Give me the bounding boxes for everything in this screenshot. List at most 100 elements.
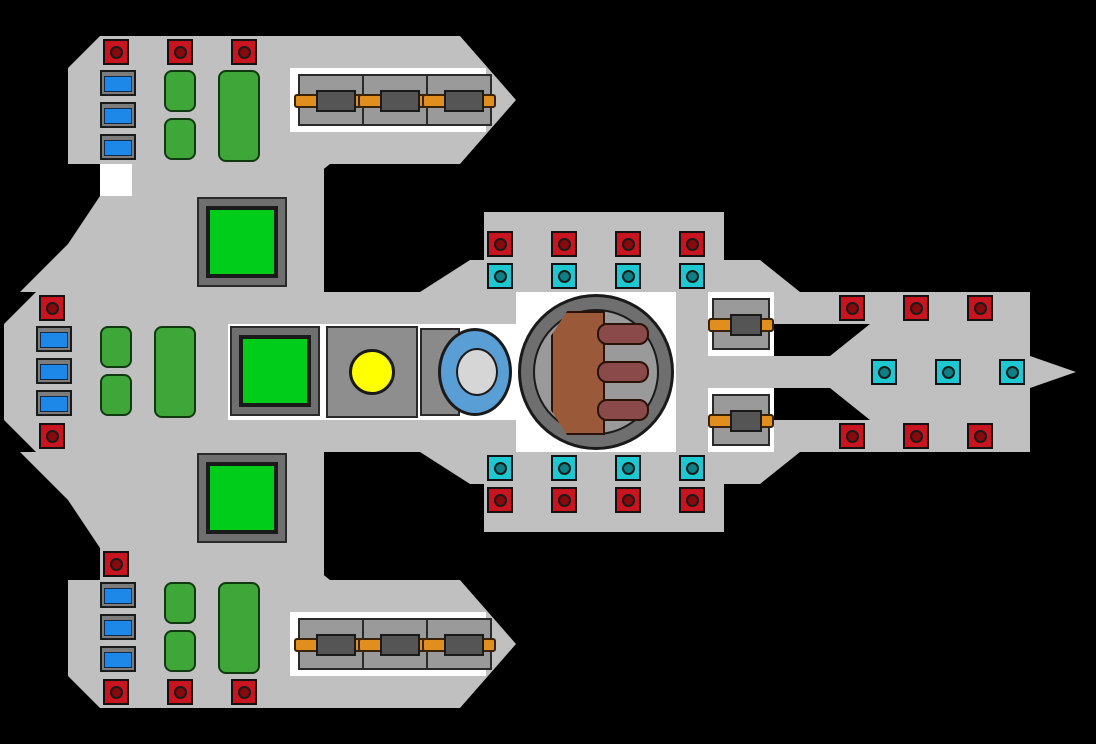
thruster[interactable] xyxy=(708,394,774,446)
red-block[interactable] xyxy=(231,679,257,705)
thruster-body xyxy=(444,634,484,656)
red-block[interactable] xyxy=(167,679,193,705)
thruster[interactable] xyxy=(422,74,496,126)
red-block[interactable] xyxy=(903,423,929,449)
engine-flame xyxy=(104,588,132,604)
turret-barrel xyxy=(597,361,649,383)
red-block-core xyxy=(557,237,571,251)
thruster[interactable] xyxy=(358,74,432,126)
red-block[interactable] xyxy=(679,487,705,513)
red-block-core xyxy=(685,493,699,507)
red-block[interactable] xyxy=(487,487,513,513)
cyan-block[interactable] xyxy=(679,455,705,481)
cyan-block[interactable] xyxy=(679,263,705,289)
fuel-tank[interactable] xyxy=(164,630,196,672)
fuel-tank[interactable] xyxy=(218,70,260,162)
red-block-core xyxy=(621,237,635,251)
red-block[interactable] xyxy=(839,295,865,321)
red-block[interactable] xyxy=(551,231,577,257)
fuel-tank[interactable] xyxy=(100,326,132,368)
red-block-core xyxy=(109,45,123,59)
armor-block[interactable] xyxy=(230,326,320,416)
armor-core xyxy=(206,206,278,278)
fuel-tank[interactable] xyxy=(164,118,196,160)
red-block[interactable] xyxy=(839,423,865,449)
cyan-block[interactable] xyxy=(935,359,961,385)
armor-block[interactable] xyxy=(197,453,287,543)
cyan-block-core xyxy=(1005,365,1019,379)
red-block[interactable] xyxy=(615,487,641,513)
engine-row[interactable] xyxy=(36,358,72,384)
red-block-core xyxy=(685,237,699,251)
red-block[interactable] xyxy=(39,423,65,449)
armor-block[interactable] xyxy=(197,197,287,287)
thruster[interactable] xyxy=(294,74,368,126)
cyan-block[interactable] xyxy=(487,455,513,481)
cyan-block-core xyxy=(941,365,955,379)
armor-core xyxy=(206,462,278,534)
thruster[interactable] xyxy=(422,618,496,670)
cyan-block[interactable] xyxy=(999,359,1025,385)
red-block[interactable] xyxy=(903,295,929,321)
engine-flame xyxy=(40,332,68,348)
red-block[interactable] xyxy=(231,39,257,65)
red-block-core xyxy=(909,429,923,443)
red-block[interactable] xyxy=(39,295,65,321)
cyan-block[interactable] xyxy=(551,263,577,289)
fuel-tank[interactable] xyxy=(164,582,196,624)
white-patch xyxy=(100,164,132,196)
red-block[interactable] xyxy=(103,679,129,705)
cyan-block[interactable] xyxy=(487,263,513,289)
engine-row[interactable] xyxy=(36,326,72,352)
cyan-block[interactable] xyxy=(871,359,897,385)
thruster-body xyxy=(316,634,356,656)
engine-row[interactable] xyxy=(100,646,136,672)
red-block-core xyxy=(621,493,635,507)
red-block-core xyxy=(173,685,187,699)
red-block-core xyxy=(845,301,859,315)
engine-row[interactable] xyxy=(100,582,136,608)
turret-body xyxy=(551,311,605,435)
shield-core xyxy=(456,348,498,396)
red-block[interactable] xyxy=(103,39,129,65)
engine-row[interactable] xyxy=(100,70,136,96)
red-block[interactable] xyxy=(487,231,513,257)
thruster-body xyxy=(380,634,420,656)
engine-row[interactable] xyxy=(100,134,136,160)
armor-core xyxy=(239,335,311,407)
cyan-block-core xyxy=(685,269,699,283)
cyan-block-core xyxy=(557,269,571,283)
red-block[interactable] xyxy=(167,39,193,65)
cyan-block[interactable] xyxy=(551,455,577,481)
fuel-tank[interactable] xyxy=(218,582,260,674)
cyan-block-core xyxy=(685,461,699,475)
cyan-block[interactable] xyxy=(615,455,641,481)
thruster-body xyxy=(316,90,356,112)
red-block[interactable] xyxy=(679,231,705,257)
engine-flame xyxy=(104,140,132,156)
cyan-block-core xyxy=(621,269,635,283)
red-block[interactable] xyxy=(551,487,577,513)
cyan-block[interactable] xyxy=(615,263,641,289)
fuel-tank[interactable] xyxy=(100,374,132,416)
cyan-block-core xyxy=(877,365,891,379)
main-turret[interactable] xyxy=(518,294,674,450)
thruster-body xyxy=(380,90,420,112)
red-block-core xyxy=(973,429,987,443)
reactor[interactable] xyxy=(326,326,418,418)
red-block-core xyxy=(845,429,859,443)
fuel-tank[interactable] xyxy=(164,70,196,112)
shield-generator[interactable] xyxy=(420,328,512,416)
red-block[interactable] xyxy=(103,551,129,577)
thruster[interactable] xyxy=(708,298,774,350)
engine-row[interactable] xyxy=(100,614,136,640)
fuel-tank[interactable] xyxy=(154,326,196,418)
engine-row[interactable] xyxy=(36,390,72,416)
engine-row[interactable] xyxy=(100,102,136,128)
thruster[interactable] xyxy=(294,618,368,670)
red-block[interactable] xyxy=(967,423,993,449)
thruster[interactable] xyxy=(358,618,432,670)
red-block[interactable] xyxy=(967,295,993,321)
red-block[interactable] xyxy=(615,231,641,257)
engine-flame xyxy=(104,76,132,92)
